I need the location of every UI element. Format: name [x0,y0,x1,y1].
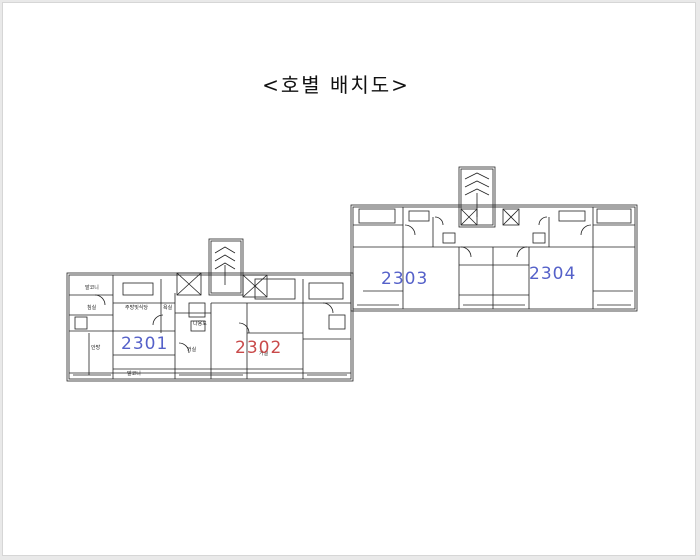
room-label-balcony-bottom: 발코니 [127,370,141,377]
room-label-room-a: 침실 [87,304,97,311]
room-label-living: 거실 [187,346,197,353]
room-label-kitchen: 주방및식당 [125,304,148,311]
page-title: <호별 배치도> [262,73,410,97]
unit-label-2304: 2304 [529,264,576,284]
room-label-living-2: 거실 [259,350,269,357]
room-label-master: 안방 [91,344,101,351]
unit-label-2303: 2303 [381,269,428,289]
floor-plan-drawing: 발코니 주방및식당 침실 욕실 안방 거실 거실 발코니 다용도 2301 23… [66,166,638,382]
left-building [66,238,354,382]
unit-label-2301: 2301 [121,334,168,354]
room-label-utility: 다용도 [193,320,207,327]
unit-label-2302: 2302 [235,338,282,358]
room-label-room-b: 욕실 [163,304,173,311]
room-label-balcony-top: 발코니 [85,284,99,291]
right-building [350,166,638,312]
